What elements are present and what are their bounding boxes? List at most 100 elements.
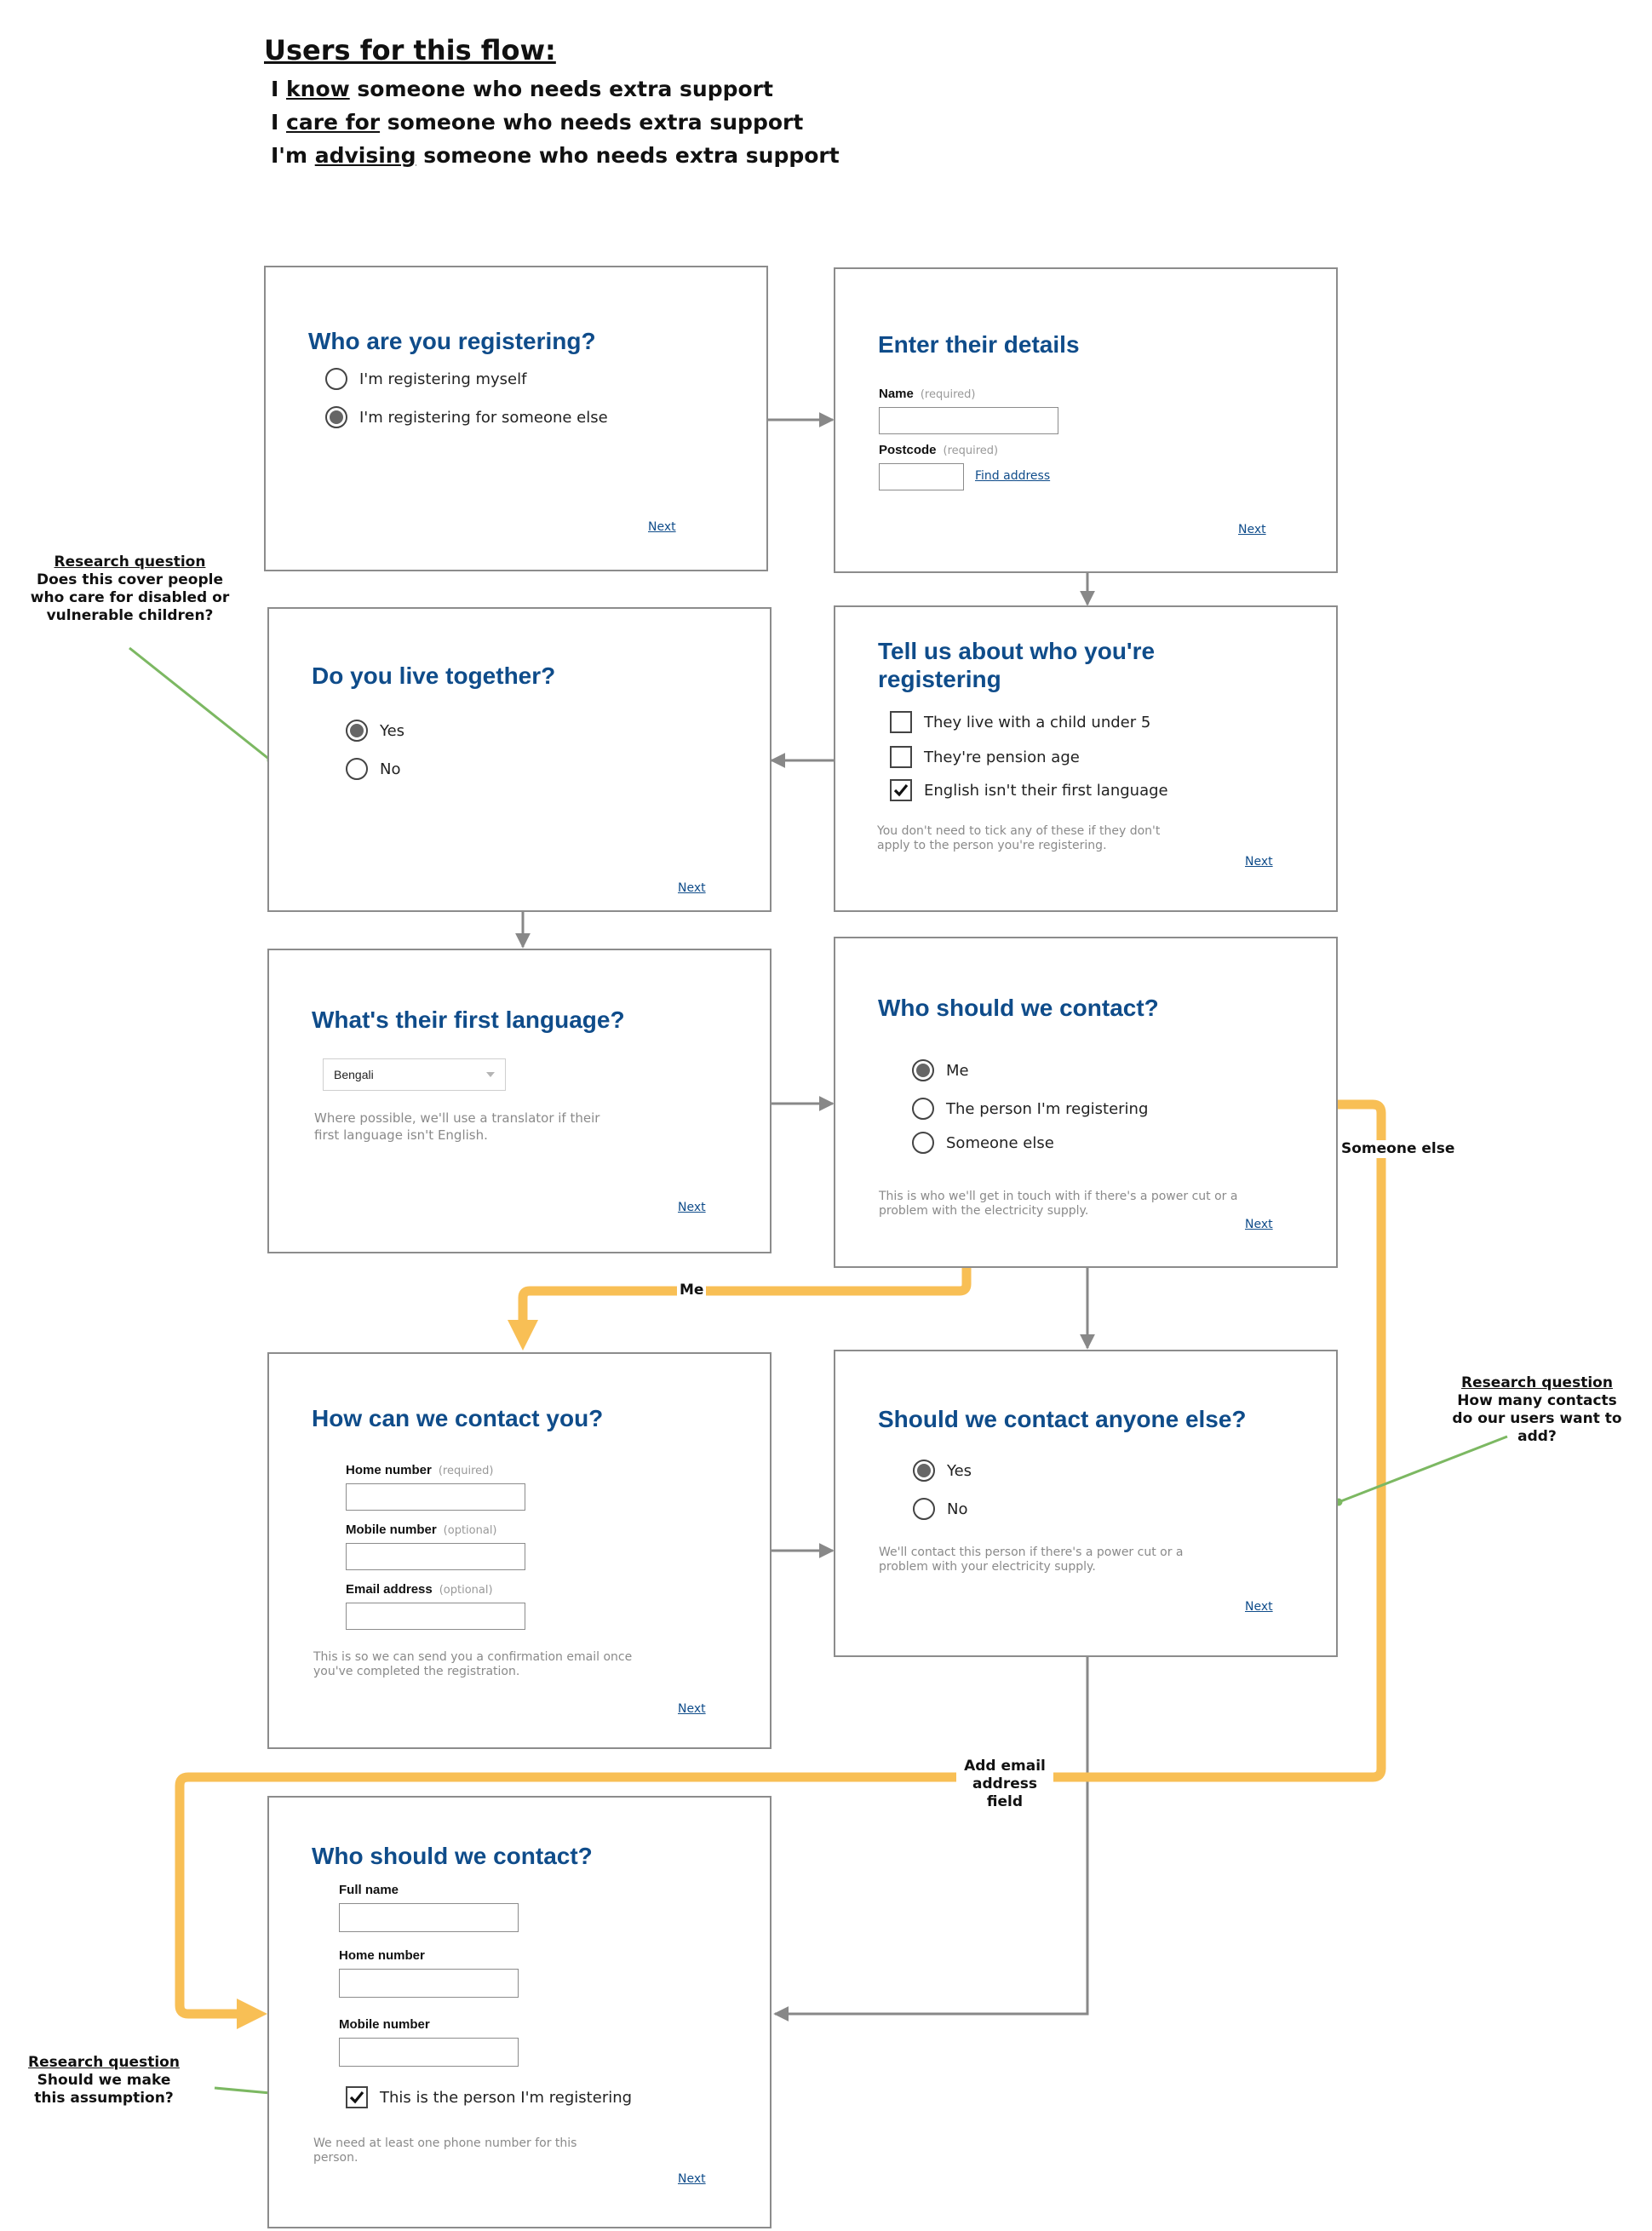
- users-title: Users for this flow:: [264, 34, 556, 66]
- edge-label-someone-else: Someone else: [1339, 1140, 1458, 1158]
- screen-title: What's their first language?: [312, 1007, 625, 1033]
- research-note-assumption: Research question Should we make this as…: [19, 2054, 189, 2108]
- next-link[interactable]: Next: [678, 881, 706, 895]
- screen-their-details: Enter their details Name(required) Postc…: [834, 267, 1338, 573]
- users-header: Users for this flow: I know someone who …: [264, 34, 840, 176]
- screen-title: Enter their details: [878, 331, 1080, 358]
- postcode-input[interactable]: [879, 463, 964, 490]
- note-line-2: [1338, 1435, 1508, 1504]
- radio-button-selected[interactable]: [346, 720, 368, 742]
- email-address-label: Email address(optional): [346, 1582, 493, 1597]
- full-name-input[interactable]: [339, 1903, 519, 1932]
- find-address-link[interactable]: Find address: [975, 469, 1051, 483]
- edge-label-add-email: Add email address field: [956, 1758, 1053, 1811]
- option-yes[interactable]: Yes: [913, 1460, 972, 1482]
- home-number-label: Home number(required): [346, 1463, 494, 1477]
- checkbox-checked[interactable]: [346, 2086, 368, 2108]
- screen-who-contact: Who should we contact? Me The person I'm…: [834, 937, 1338, 1268]
- screen-contact-details: Who should we contact? Full name Home nu…: [267, 1796, 772, 2228]
- chevron-down-icon: [486, 1072, 495, 1077]
- home-number-input[interactable]: [339, 1969, 519, 1998]
- option-no[interactable]: No: [346, 758, 400, 780]
- option-me[interactable]: Me: [912, 1059, 969, 1081]
- screen-title: Should we contact anyone else?: [878, 1406, 1247, 1432]
- option-yes[interactable]: Yes: [346, 720, 404, 742]
- option-someone-else[interactable]: Someone else: [912, 1132, 1054, 1154]
- help-text: This is so we can send you a confirmatio…: [313, 1650, 633, 1678]
- research-note-contacts: Research question How many contacts do o…: [1431, 1374, 1643, 1446]
- edge-label-me: Me: [677, 1282, 707, 1299]
- language-select[interactable]: Bengali: [323, 1058, 506, 1091]
- radio-button-selected[interactable]: [913, 1460, 935, 1482]
- note-title: Research question: [54, 553, 206, 571]
- check-pension-age[interactable]: They're pension age: [890, 746, 1080, 768]
- next-link[interactable]: Next: [648, 520, 676, 534]
- screen-title: Who are you registering?: [308, 328, 596, 354]
- mobile-number-label: Mobile number(optional): [346, 1523, 497, 1537]
- user-type-know: I know someone who needs extra support: [271, 77, 773, 101]
- next-link[interactable]: Next: [1238, 523, 1266, 536]
- radio-button[interactable]: [346, 758, 368, 780]
- arrow-anyone-to-details: [773, 1657, 1089, 2022]
- postcode-label: Postcode(required): [879, 443, 999, 457]
- full-name-label: Full name: [339, 1883, 399, 1897]
- note-title: Research question: [28, 2054, 180, 2071]
- path-someone-else-arrowhead: [237, 1999, 267, 2029]
- home-number-label: Home number: [339, 1948, 425, 1963]
- check-is-person-registering[interactable]: This is the person I'm registering: [346, 2086, 632, 2108]
- user-type-advising: I'm advising someone who needs extra sup…: [271, 143, 840, 168]
- checkmark-icon: [349, 2090, 364, 2104]
- checkbox[interactable]: [890, 711, 912, 733]
- option-no[interactable]: No: [913, 1498, 967, 1520]
- next-link[interactable]: Next: [678, 2172, 706, 2186]
- next-link[interactable]: Next: [678, 1201, 706, 1214]
- help-text: We'll contact this person if there's a p…: [879, 1546, 1184, 1574]
- help-text: We need at least one phone number for th…: [313, 2136, 577, 2165]
- next-link[interactable]: Next: [1245, 1600, 1273, 1614]
- mobile-number-input[interactable]: [339, 2038, 519, 2067]
- mobile-number-label: Mobile number: [339, 2017, 430, 2032]
- research-note-carers: Research question Does this cover people…: [17, 553, 243, 625]
- help-text: Where possible, we'll use a translator i…: [314, 1110, 600, 1143]
- option-registering-someone-else[interactable]: I'm registering for someone else: [325, 406, 608, 428]
- check-child-under-5[interactable]: They live with a child under 5: [890, 711, 1150, 733]
- path-me: [518, 1268, 972, 1328]
- user-type-care-for: I care for someone who needs extra suppo…: [271, 110, 804, 135]
- name-input[interactable]: [879, 407, 1058, 434]
- screen-live-together: Do you live together? Yes No Next: [267, 607, 772, 912]
- next-link[interactable]: Next: [1245, 1218, 1273, 1231]
- radio-button-selected[interactable]: [325, 406, 347, 428]
- help-text: You don't need to tick any of these if t…: [877, 824, 1161, 852]
- next-link[interactable]: Next: [1245, 855, 1273, 869]
- name-label: Name(required): [879, 387, 976, 401]
- note-line-1: [129, 646, 272, 762]
- screen-who-registering: Who are you registering? I'm registering…: [264, 266, 768, 571]
- mobile-number-input[interactable]: [346, 1543, 525, 1570]
- screen-title: Do you live together?: [312, 662, 556, 689]
- screen-first-language: What's their first language? Bengali Whe…: [267, 949, 772, 1253]
- screen-title: Who should we contact?: [878, 995, 1159, 1021]
- radio-button[interactable]: [913, 1498, 935, 1520]
- help-text: This is who we'll get in touch with if t…: [879, 1190, 1238, 1218]
- next-link[interactable]: Next: [678, 1702, 706, 1716]
- email-address-input[interactable]: [346, 1603, 525, 1630]
- radio-button-selected[interactable]: [912, 1059, 934, 1081]
- radio-button[interactable]: [912, 1098, 934, 1120]
- home-number-input[interactable]: [346, 1483, 525, 1511]
- checkbox-checked[interactable]: [890, 779, 912, 801]
- option-person-registering[interactable]: The person I'm registering: [912, 1098, 1148, 1120]
- option-registering-myself[interactable]: I'm registering myself: [325, 368, 526, 390]
- checkbox[interactable]: [890, 746, 912, 768]
- check-english-not-first[interactable]: English isn't their first language: [890, 779, 1168, 801]
- note-title: Research question: [1461, 1374, 1613, 1391]
- screen-title: How can we contact you?: [312, 1405, 604, 1431]
- checkmark-icon: [893, 783, 909, 797]
- radio-button[interactable]: [325, 368, 347, 390]
- path-someone-else: [175, 1099, 1386, 2019]
- screen-how-contact: How can we contact you? Home number(requ…: [267, 1352, 772, 1749]
- radio-button[interactable]: [912, 1132, 934, 1154]
- path-me-arrowhead: [508, 1320, 538, 1351]
- screen-title: Who should we contact?: [312, 1843, 593, 1869]
